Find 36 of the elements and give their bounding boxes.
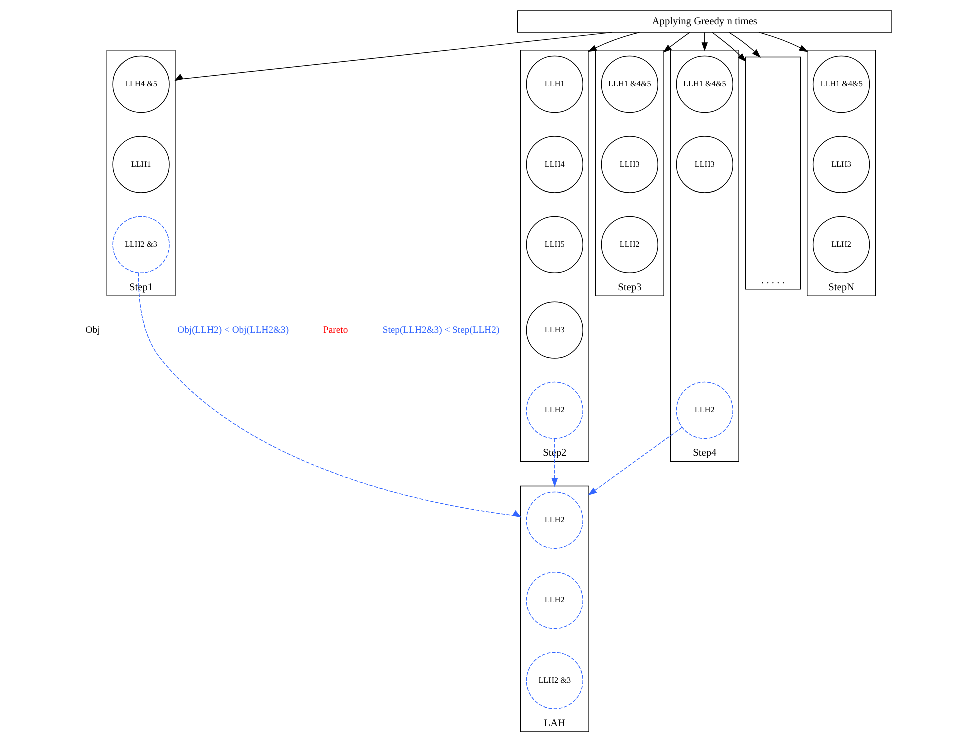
node-circle: LLH2 — [812, 216, 870, 274]
node-circle: LLH2 — [676, 382, 734, 440]
node-circle: LLH3 — [526, 302, 584, 359]
label: Obj — [86, 324, 100, 336]
node-circle: LLH2 — [526, 572, 584, 630]
node-circle: LLH3 — [601, 136, 658, 194]
node-circle: LLH2 — [601, 216, 658, 274]
node-circle: LLH2 &3 — [112, 216, 170, 274]
node-circle: LLH2 — [526, 382, 584, 440]
label: Obj(LLH2) < Obj(LLH2&3) — [178, 324, 290, 336]
node-circle: LLH1 &4&5 — [676, 56, 734, 114]
arrow — [588, 32, 640, 52]
node-circle: LLH3 — [812, 136, 870, 194]
arrow — [712, 32, 747, 62]
arrow — [758, 32, 808, 52]
arrow — [174, 32, 613, 82]
node-circle: LLH5 — [526, 216, 584, 274]
node-circle: LLH1 — [112, 136, 170, 194]
node-circle: LLH4 &5 — [112, 56, 170, 114]
label: Pareto — [324, 324, 348, 336]
label: Step(LLH2&3) < Step(LLH2) — [382, 324, 500, 336]
node-box: . . . . . — [745, 56, 802, 290]
node-circle: LLH2 &3 — [526, 652, 584, 710]
arrow — [728, 32, 761, 58]
node-circle: LLH4 — [526, 136, 584, 194]
arrow — [138, 272, 522, 518]
node-circle: LLH1 &4&5 — [601, 56, 658, 114]
arrow — [588, 427, 682, 496]
arrow — [552, 438, 558, 488]
arrow — [663, 32, 690, 53]
node-circle: LLH2 — [526, 492, 584, 549]
node-box: Applying Greedy n times — [517, 10, 892, 33]
node-circle: LLH1 — [526, 56, 584, 114]
node-circle: LLH1 &4&5 — [812, 56, 870, 114]
node-circle: LLH3 — [676, 136, 734, 194]
arrow — [702, 32, 708, 52]
